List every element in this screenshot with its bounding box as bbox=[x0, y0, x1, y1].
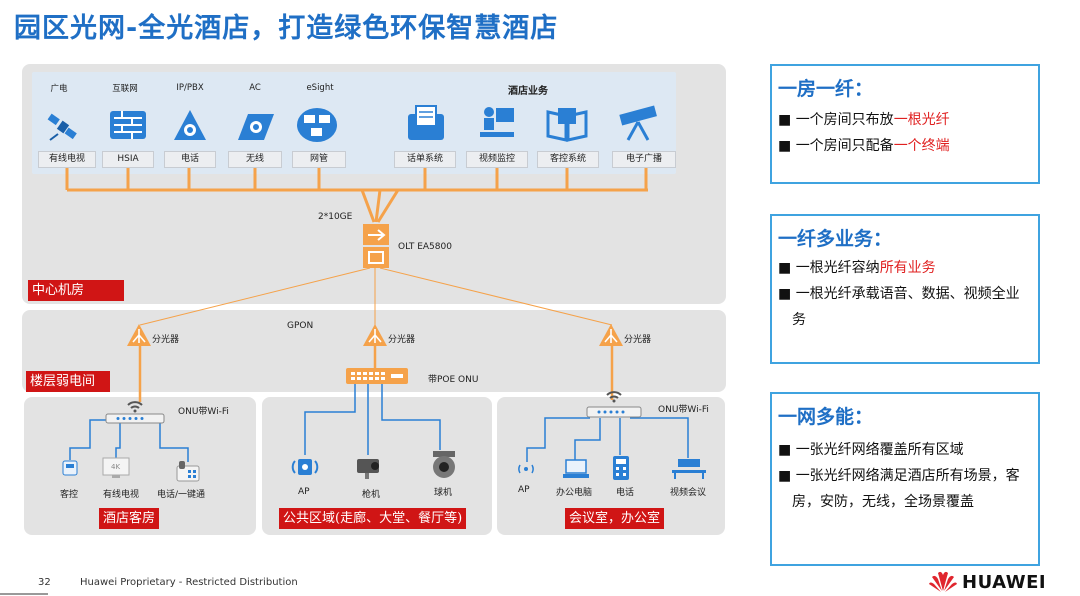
onu-wifi-icon bbox=[586, 391, 642, 418]
zone-label-rooms: 酒店客房 bbox=[99, 508, 160, 529]
center-room-label: 中心机房 bbox=[28, 280, 124, 301]
gpon-label: GPON bbox=[287, 321, 314, 331]
service-box-telephone: 电话 bbox=[164, 151, 216, 168]
uplink-label: 2*10GE bbox=[318, 212, 353, 222]
feature-item: ■ 一张光纤网络满足酒店所有场景，客房，安防，无线，全场景覆盖 bbox=[778, 468, 1020, 510]
ap-icon bbox=[518, 464, 534, 474]
brand-name: HUAWEI bbox=[962, 572, 1047, 593]
feature-title: 一房一纤： bbox=[778, 78, 874, 100]
feature-item: ■ 一个房间只布放一根光纤 bbox=[778, 112, 950, 128]
service-top-label: IP/PBX bbox=[176, 83, 204, 93]
service-box-surveillance: 视频监控 bbox=[466, 151, 528, 168]
service-box-billing: 话单系统 bbox=[394, 151, 456, 168]
floor-label: 楼层弱电间 bbox=[26, 371, 110, 392]
device-label: 有线电视 bbox=[103, 490, 140, 500]
service-top-label: 互联网 bbox=[112, 84, 138, 94]
video-surveillance-icon bbox=[480, 107, 514, 137]
onu-label: ONU带Wi-Fi bbox=[658, 405, 709, 415]
feature-item: ■ 一根光纤容纳所有业务 bbox=[778, 260, 936, 276]
page-title: 园区光网-全光酒店，打造绿色环保智慧酒店 bbox=[14, 13, 559, 44]
poe-onu-label: 带POE ONU bbox=[428, 375, 479, 385]
service-bus-lines bbox=[65, 168, 648, 223]
service-box-wireless: 无线 bbox=[228, 151, 282, 168]
phone-icon bbox=[176, 461, 200, 482]
device-label: 视频会议 bbox=[670, 488, 707, 498]
broadcast-icon bbox=[619, 105, 657, 141]
splitter-label: 分光器 bbox=[388, 335, 416, 345]
poe-onu-icon bbox=[346, 368, 408, 384]
fiber-lines bbox=[139, 267, 613, 326]
service-box-broadcast: 电子广播 bbox=[612, 151, 676, 168]
service-box-guest-control: 客控系统 bbox=[537, 151, 599, 168]
device-label: AP bbox=[298, 487, 310, 497]
service-box-hsia: HSIA bbox=[102, 151, 154, 168]
service-top-label: 广电 bbox=[50, 84, 68, 94]
guest-control-panel-icon bbox=[62, 460, 78, 476]
zone-label-public: 公共区域(走廊、大堂、餐厅等) bbox=[279, 508, 467, 529]
olt-label: OLT EA5800 bbox=[398, 242, 452, 252]
lan-lines bbox=[69, 383, 689, 462]
feature-title: 一纤多业务： bbox=[778, 228, 893, 250]
feature-item: ■ 一张光纤网络覆盖所有区域 bbox=[778, 442, 964, 458]
feature-item: ■ 一根光纤承载语音、数据、视频全业务 bbox=[778, 286, 1020, 328]
drop-lines bbox=[138, 345, 614, 402]
laptop-icon bbox=[563, 459, 589, 478]
access-controller-icon bbox=[238, 114, 274, 140]
service-top-label: AC bbox=[249, 83, 261, 93]
splitter-label: 分光器 bbox=[624, 335, 652, 345]
hotel-business-label: 酒店业务 bbox=[508, 86, 548, 97]
ap-icon bbox=[291, 459, 319, 475]
satellite-icon bbox=[47, 113, 77, 141]
feature-box-one-room-one-fiber: 一房一纤： ■ 一个房间只布放一根光纤 ■ 一个房间只配备一个终端 bbox=[770, 64, 1040, 184]
page-number: 32 bbox=[38, 577, 51, 588]
service-box-network-mgmt: 网管 bbox=[292, 151, 346, 168]
device-label: 球机 bbox=[434, 488, 453, 498]
dome-camera-icon bbox=[433, 451, 455, 478]
service-box-cable-tv: 有线电视 bbox=[38, 151, 96, 168]
video-conference-icon bbox=[672, 459, 706, 479]
service-top-label: eSight bbox=[306, 83, 334, 93]
splitter-icon bbox=[363, 324, 387, 346]
billing-system-icon bbox=[408, 105, 444, 140]
ip-pbx-icon bbox=[174, 110, 206, 140]
desk-phone-icon bbox=[613, 456, 629, 480]
guest-control-icon bbox=[546, 108, 588, 142]
feature-title: 一网多能： bbox=[778, 406, 874, 428]
device-label: 办公电脑 bbox=[556, 488, 593, 498]
huawei-logo-icon bbox=[929, 571, 957, 592]
device-label: 枪机 bbox=[362, 490, 381, 500]
footer-text: Huawei Proprietary - Restricted Distribu… bbox=[80, 577, 298, 588]
footer-rule bbox=[0, 593, 48, 595]
splitter-icon bbox=[599, 324, 623, 346]
feature-item: ■ 一个房间只配备一个终端 bbox=[778, 138, 950, 154]
splitter-icon bbox=[127, 324, 151, 346]
tv-icon: 4K bbox=[102, 457, 130, 478]
onu-label: ONU带Wi-Fi bbox=[178, 407, 229, 417]
splitter-label: 分光器 bbox=[152, 335, 180, 345]
feature-box-one-network-multi-function: 一网多能： ■ 一张光纤网络覆盖所有区域 ■ 一张光纤网络满足酒店所有场景，客房… bbox=[770, 392, 1040, 566]
device-label: 客控 bbox=[60, 490, 79, 500]
feature-box-one-fiber-multi-service: 一纤多业务： ■ 一根光纤容纳所有业务 ■ 一根光纤承载语音、数据、视频全业务 bbox=[770, 214, 1040, 364]
bullet-camera-icon bbox=[357, 459, 379, 479]
svg-text:4K: 4K bbox=[111, 463, 120, 471]
onu-wifi-icon bbox=[105, 401, 165, 424]
zone-label-office: 会议室，办公室 bbox=[565, 508, 665, 529]
device-label: 电话 bbox=[616, 488, 635, 498]
firewall-icon bbox=[110, 111, 146, 139]
device-label: 电话/一键通 bbox=[157, 490, 206, 500]
network-lines bbox=[65, 168, 689, 462]
device-label: AP bbox=[518, 485, 530, 495]
olt-icon bbox=[363, 224, 389, 268]
network-management-icon bbox=[297, 108, 337, 142]
